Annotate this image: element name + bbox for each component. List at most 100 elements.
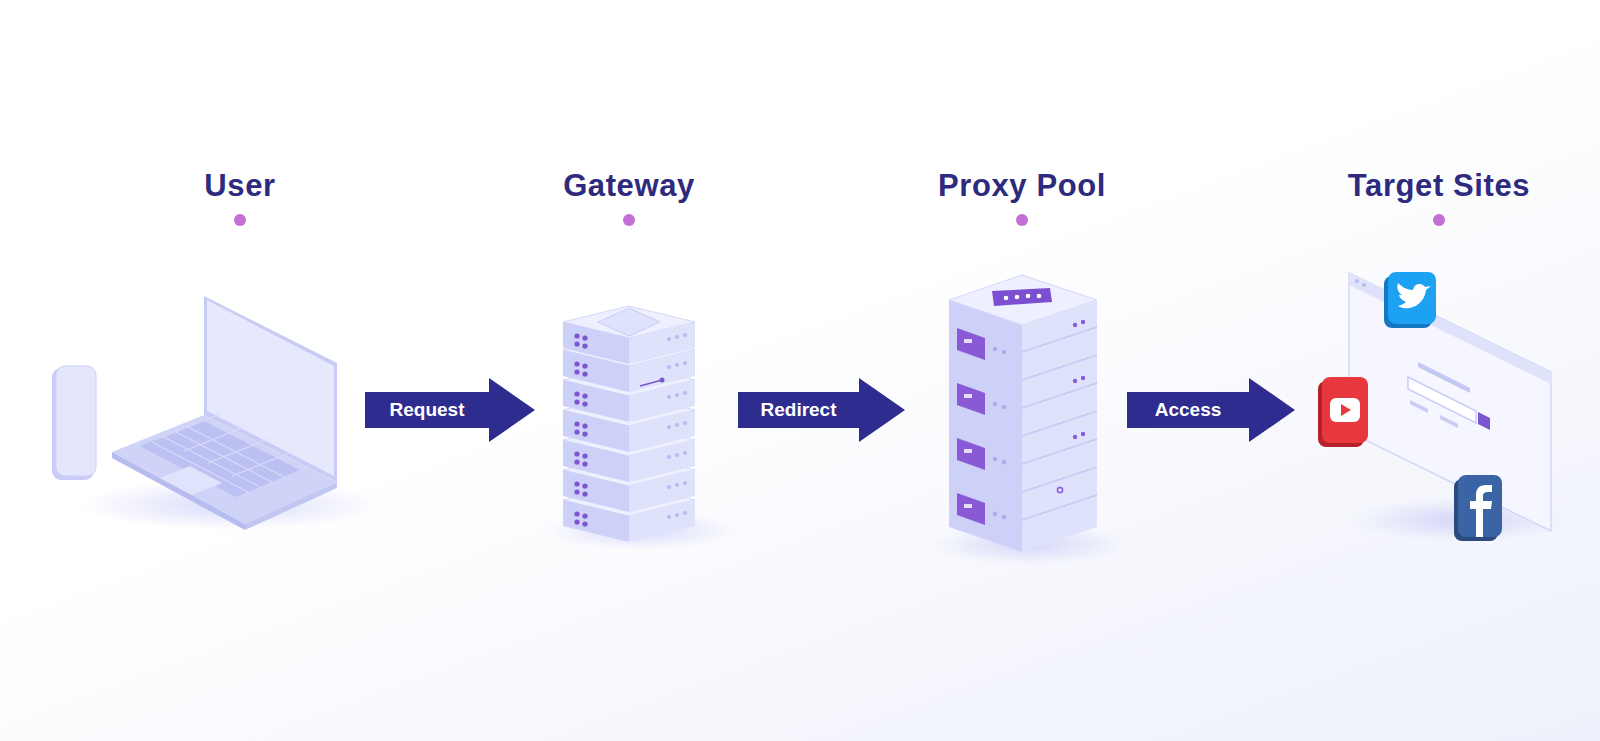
node-heading: User <box>204 168 275 204</box>
proxy-server <box>1022 300 1097 552</box>
proxy-server <box>1022 355 1097 380</box>
browser-window <box>1355 279 1359 283</box>
pin-markers <box>628 222 630 300</box>
proxy-server <box>949 300 1022 552</box>
proxy-server <box>957 328 985 360</box>
block-arrow <box>738 378 905 442</box>
arrow-label: Request <box>390 399 465 421</box>
proxy-server <box>1022 495 1097 520</box>
browser-window <box>1362 283 1366 287</box>
illustration-node: Gateway <box>535 160 738 540</box>
laptop-illustration <box>52 296 380 530</box>
proxy-server <box>1002 460 1006 464</box>
proxy-server <box>1022 327 1097 520</box>
laptop-illustration <box>140 421 300 497</box>
proxy-server <box>1073 435 1077 439</box>
block-arrow <box>365 378 535 442</box>
pin-markers <box>239 222 241 292</box>
proxy-server <box>993 347 997 351</box>
browser-window <box>1349 273 1570 542</box>
proxy-server <box>1022 439 1097 464</box>
proxy-server <box>1002 350 1006 354</box>
laptop-illustration <box>112 415 337 524</box>
proxy-server <box>1026 294 1031 299</box>
proxy-server <box>1073 379 1077 383</box>
twitter-icon <box>1384 272 1436 328</box>
proxy-server <box>1002 515 1006 519</box>
proxy-server <box>1002 405 1006 409</box>
proxy-server <box>1022 467 1097 492</box>
proxy-server <box>957 383 985 415</box>
proxy-server <box>992 288 1052 306</box>
laptop-illustration <box>208 439 268 463</box>
proxy-server <box>1081 376 1085 380</box>
proxy-server <box>1037 294 1042 299</box>
node-heading: Gateway <box>563 168 695 204</box>
laptop-illustration <box>56 366 96 476</box>
facebook-icon <box>1454 475 1502 541</box>
gateway-server <box>563 306 695 364</box>
pin-markers <box>1016 214 1028 226</box>
laptop-illustration <box>160 466 222 495</box>
browser-window <box>1349 273 1551 531</box>
facebook-icon <box>1458 475 1502 537</box>
proxy-server <box>1022 383 1097 408</box>
laptop-illustration <box>160 414 220 438</box>
twitter-icon <box>1397 283 1431 308</box>
browser-window <box>1349 273 1551 384</box>
proxy-server <box>993 402 997 406</box>
proxy-server <box>1015 295 1020 300</box>
pin-markers <box>234 214 1445 300</box>
proxy-server <box>993 457 997 461</box>
proxy-server <box>930 275 1130 565</box>
laptop-illustration <box>232 452 292 476</box>
pin-markers <box>1433 214 1445 226</box>
youtube-icon <box>1322 377 1368 443</box>
laptop-illustration <box>184 427 244 451</box>
proxy-server <box>964 339 972 343</box>
proxy-server <box>1057 320 1085 493</box>
gateway-server <box>660 378 665 383</box>
facebook-icon <box>1470 485 1492 537</box>
browser-window <box>1478 412 1490 430</box>
proxy-server <box>964 449 972 453</box>
node-heading: Proxy Pool <box>938 168 1106 204</box>
youtube-icon <box>1341 404 1351 416</box>
pin-markers <box>623 214 635 226</box>
laptop-illustration <box>188 427 284 477</box>
node-heading: Target Sites <box>1348 168 1530 204</box>
proxy-server <box>964 339 972 508</box>
proxy-server <box>957 493 985 525</box>
pin-markers <box>1438 222 1440 290</box>
proxy-server <box>957 438 985 470</box>
arrow-label: Redirect <box>760 399 836 421</box>
proxy-server <box>1022 327 1097 352</box>
laptop-illustration <box>245 482 337 530</box>
proxy-server <box>1022 411 1097 436</box>
gateway-server <box>598 308 660 336</box>
pin-markers <box>1021 222 1023 272</box>
proxy-server <box>993 347 1006 519</box>
browser-window <box>1410 400 1428 413</box>
proxy-server <box>964 504 972 508</box>
proxy-server <box>1073 323 1077 327</box>
pin-markers <box>234 214 246 226</box>
youtube-icon <box>1318 377 1368 447</box>
proxy-server <box>964 394 972 398</box>
proxy-server <box>1004 296 1009 301</box>
illustration-node: User <box>40 160 365 540</box>
youtube-icon <box>1330 398 1360 422</box>
arrow-label: Access <box>1155 399 1222 421</box>
illustration-node: Target Sites <box>1295 160 1565 560</box>
gateway-server <box>640 380 662 386</box>
proxy-server <box>993 512 997 516</box>
proxy-server <box>1057 487 1062 492</box>
proxy-server <box>1081 432 1085 436</box>
block-arrow <box>1127 378 1295 442</box>
proxy-server <box>1081 320 1085 324</box>
browser-window <box>1440 415 1458 428</box>
